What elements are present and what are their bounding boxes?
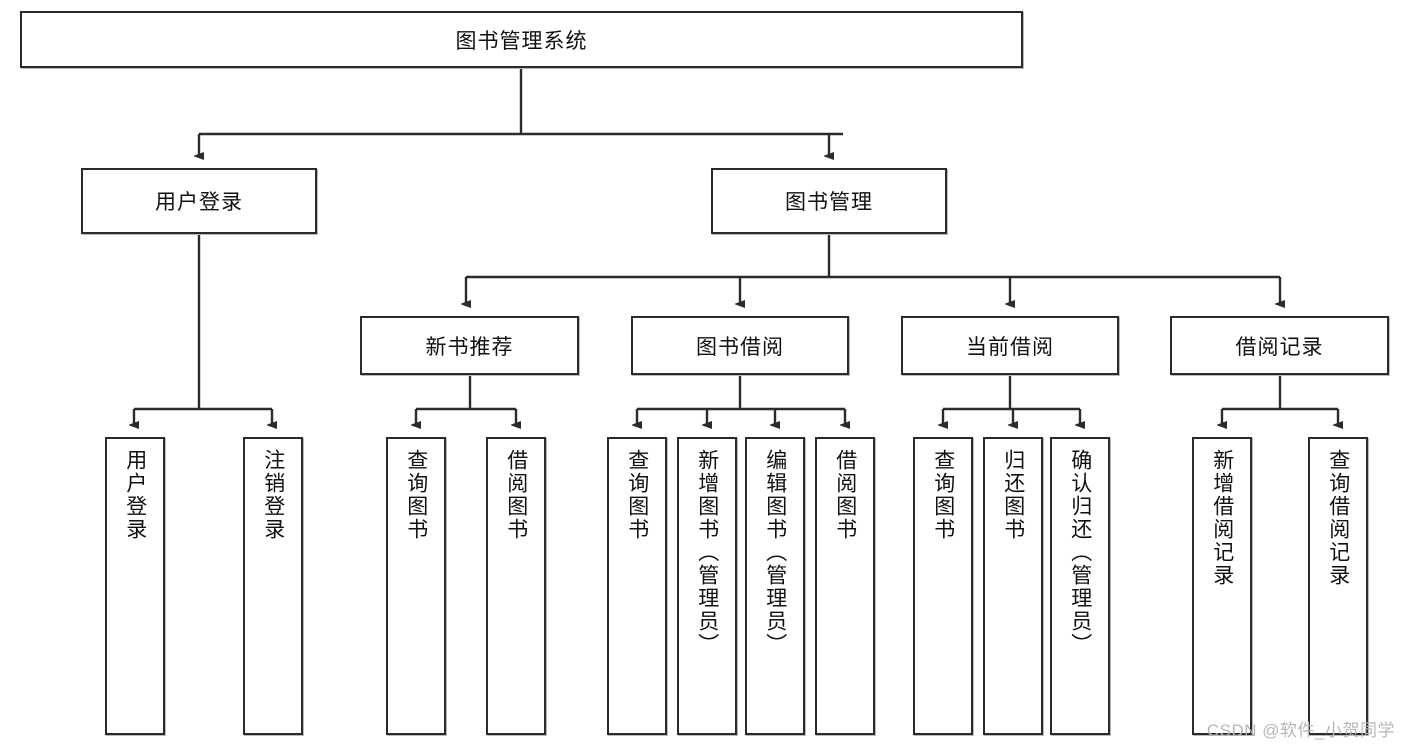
leaf-node[interactable]: 新增图书（管理员） <box>677 437 737 735</box>
leaf-node[interactable]: 编辑图书（管理员） <box>745 437 805 735</box>
leaf-node[interactable]: 查询图书 <box>913 437 973 735</box>
leaf-label: 查询图书 <box>931 449 955 541</box>
node-new-book-recommend[interactable]: 新书推荐 <box>360 316 579 375</box>
leaf-label: 借阅图书 <box>833 449 857 541</box>
leaf-node[interactable]: 借阅图书 <box>486 437 546 735</box>
leaf-node[interactable]: 用户登录 <box>105 437 165 735</box>
leaf-node[interactable]: 归还图书 <box>983 437 1043 735</box>
leaf-node[interactable]: 查询图书 <box>386 437 446 735</box>
csdn-watermark: CSDN @软件_小贺同学 <box>1206 721 1395 740</box>
leaf-label: 查询借阅记录 <box>1326 449 1350 587</box>
node-book-management[interactable]: 图书管理 <box>711 168 947 234</box>
leaf-node[interactable]: 查询图书 <box>607 437 667 735</box>
node-book-borrow[interactable]: 图书借阅 <box>631 316 849 375</box>
leaf-label: 借阅图书 <box>504 449 528 541</box>
leaf-node[interactable]: 确认归还（管理员） <box>1050 437 1110 735</box>
leaf-node[interactable]: 借阅图书 <box>815 437 875 735</box>
leaf-label: 查询图书 <box>625 449 649 541</box>
node-current-borrow[interactable]: 当前借阅 <box>901 316 1119 375</box>
leaf-node[interactable]: 查询借阅记录 <box>1308 437 1368 735</box>
leaf-label: 编辑图书（管理员） <box>763 449 787 656</box>
leaf-label: 归还图书 <box>1001 449 1025 541</box>
node-borrow-record[interactable]: 借阅记录 <box>1170 316 1389 375</box>
leaf-label: 查询图书 <box>404 449 428 541</box>
leaf-node[interactable]: 新增借阅记录 <box>1192 437 1252 735</box>
node-user-login[interactable]: 用户登录 <box>81 168 317 234</box>
leaf-label: 新增借阅记录 <box>1210 449 1234 587</box>
leaf-label: 注销登录 <box>261 449 285 541</box>
leaf-node[interactable]: 注销登录 <box>243 437 303 735</box>
node-root-system[interactable]: 图书管理系统 <box>20 11 1023 68</box>
leaf-label: 用户登录 <box>123 449 147 541</box>
leaf-label: 新增图书（管理员） <box>695 449 719 656</box>
leaf-label: 确认归还（管理员） <box>1068 449 1092 656</box>
